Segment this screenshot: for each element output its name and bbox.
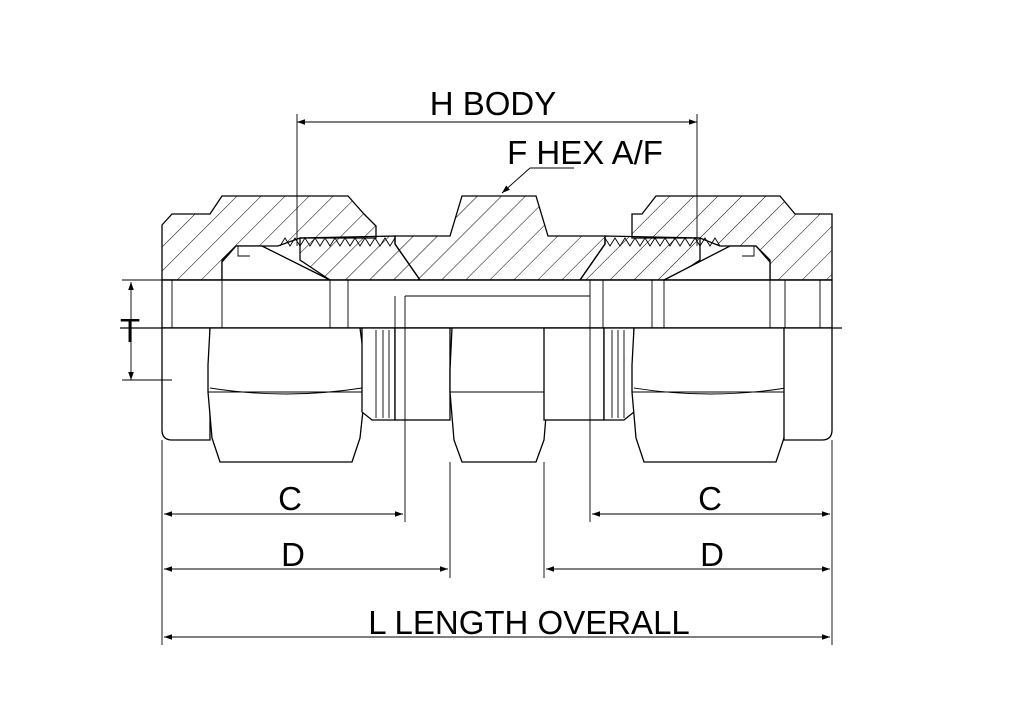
right-thread-ext <box>603 327 635 421</box>
d-right-label: D <box>700 536 724 573</box>
centre-hex <box>449 327 549 463</box>
right-body-neck <box>543 327 605 421</box>
body-hex-section <box>394 195 606 281</box>
left-nut-outline <box>161 327 211 441</box>
left-thread-teeth <box>279 237 396 247</box>
left-thread-ext <box>361 327 396 421</box>
left-nut-hex <box>207 327 366 463</box>
section-upper <box>161 195 833 329</box>
f-hex-label: F HEX A/F <box>507 134 663 171</box>
t-label: T <box>120 312 140 349</box>
h-body-label: H BODY <box>430 85 557 122</box>
l-overall-label: L LENGTH OVERALL <box>368 604 690 641</box>
dimensions <box>122 114 833 645</box>
c-right-label: C <box>698 480 722 517</box>
right-nut-hex <box>631 327 789 463</box>
d-left-label: D <box>281 536 305 573</box>
tube-band <box>161 279 833 329</box>
c-left-label: C <box>278 480 302 517</box>
left-body-neck <box>394 327 451 421</box>
right-nut-outline <box>783 327 833 441</box>
right-thread-teeth <box>604 237 721 247</box>
exterior-lower <box>161 327 833 463</box>
